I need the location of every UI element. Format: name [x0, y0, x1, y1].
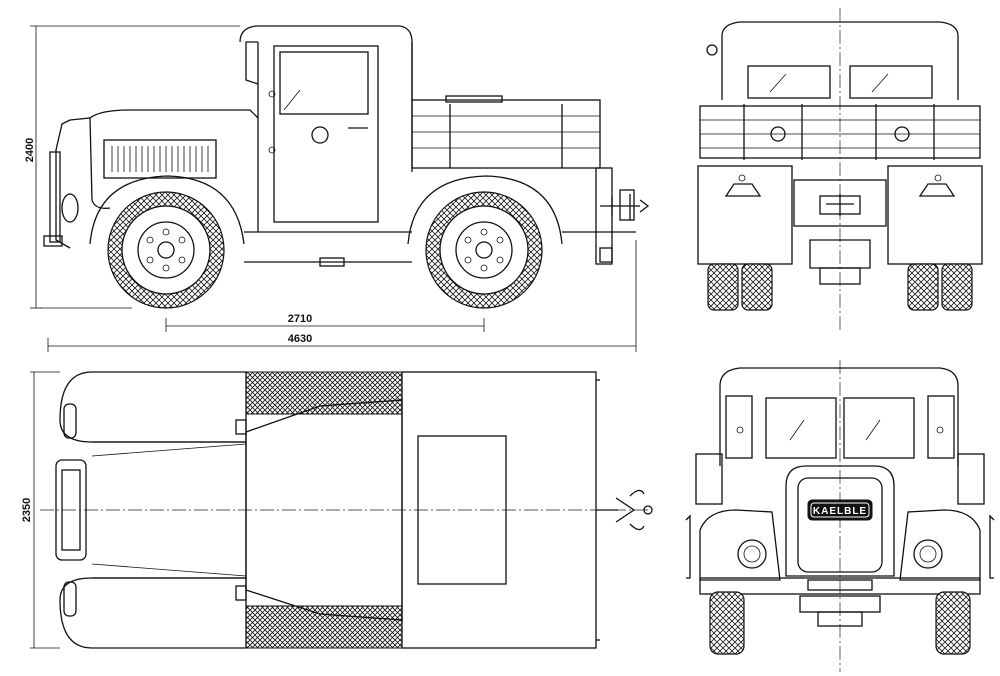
rear-left-wheels — [707, 263, 739, 311]
side-view — [40, 25, 650, 309]
rear-view — [697, 8, 983, 330]
front-right-wheel — [935, 591, 971, 655]
dim-width-label: 2350 — [21, 498, 33, 522]
brand-badge-text: KAELBLE — [813, 506, 867, 517]
hood-vents — [111, 146, 209, 172]
right-headlamp — [913, 539, 943, 569]
left-headlamp — [737, 539, 767, 569]
dim-length-label: 4630 — [288, 333, 312, 345]
top-view — [40, 371, 653, 649]
front-view: KAELBLE — [685, 360, 995, 672]
top-dimensions: 2350 — [21, 371, 60, 649]
front-left-wheel — [709, 591, 745, 655]
rear-right-wheels — [907, 263, 939, 311]
dim-height-label: 2400 — [24, 138, 36, 162]
brand-badge — [807, 499, 873, 521]
side-dimensions: 2400 2710 4630 — [24, 25, 637, 352]
dim-wheelbase-label: 2710 — [288, 313, 312, 325]
